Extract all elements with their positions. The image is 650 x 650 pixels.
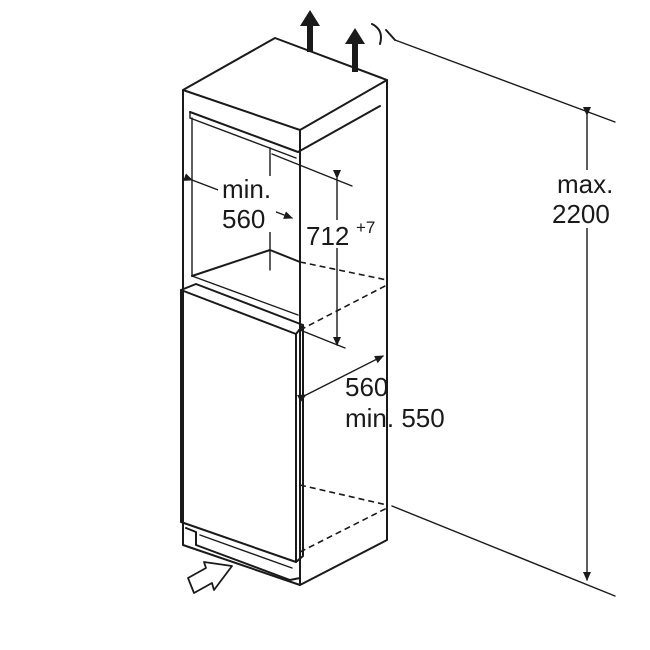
depth-min-value: 560 [222,204,265,234]
width-min: min. 550 [345,403,445,433]
niche-height-ext-bottom [299,329,346,349]
cabinet-top-face [182,37,388,131]
top-board [189,105,381,153]
depth-min-word: min. [222,174,271,204]
height-max-value: 2200 [552,199,610,229]
vent-exit-tick-icon [385,29,396,41]
height-ext-top [394,39,616,123]
height-max-word: max. [557,169,613,199]
plinth-opening [185,527,301,581]
vent-in-arrow [187,561,233,594]
niche-shelf [191,249,301,277]
width-value: 560 [345,372,388,402]
door-top [180,283,304,335]
dimension-labels: min. 560 712 +7 560 min. 550 max. 2200 [218,169,624,433]
shelf-dashed-lower [299,284,388,331]
ventilation-arrows [187,10,396,594]
door-front [180,289,297,563]
width-dim-line [297,355,384,403]
vent-up-arrow-left [300,10,320,52]
cabinet-front-frame [182,89,301,586]
niche-height-tolerance: +7 [356,218,375,237]
plinth-dashed-lower [299,507,388,553]
plinth-dashed-upper [299,484,388,506]
top-board-inner [189,111,297,159]
niche-shelf-front [191,275,299,316]
plinth-opening-inner [199,534,293,569]
cabinet-right-side [299,79,388,586]
cabinet-housing [182,37,388,586]
shelf-dashed-upper [299,261,388,281]
niche-height-value: 712 [306,221,349,251]
vent-up-arrow-right [345,28,365,72]
niche-height-ext-top [271,153,353,187]
appliance-door [180,283,304,581]
vent-exit-curve-icon [371,23,382,45]
height-ext-bottom [391,505,616,597]
